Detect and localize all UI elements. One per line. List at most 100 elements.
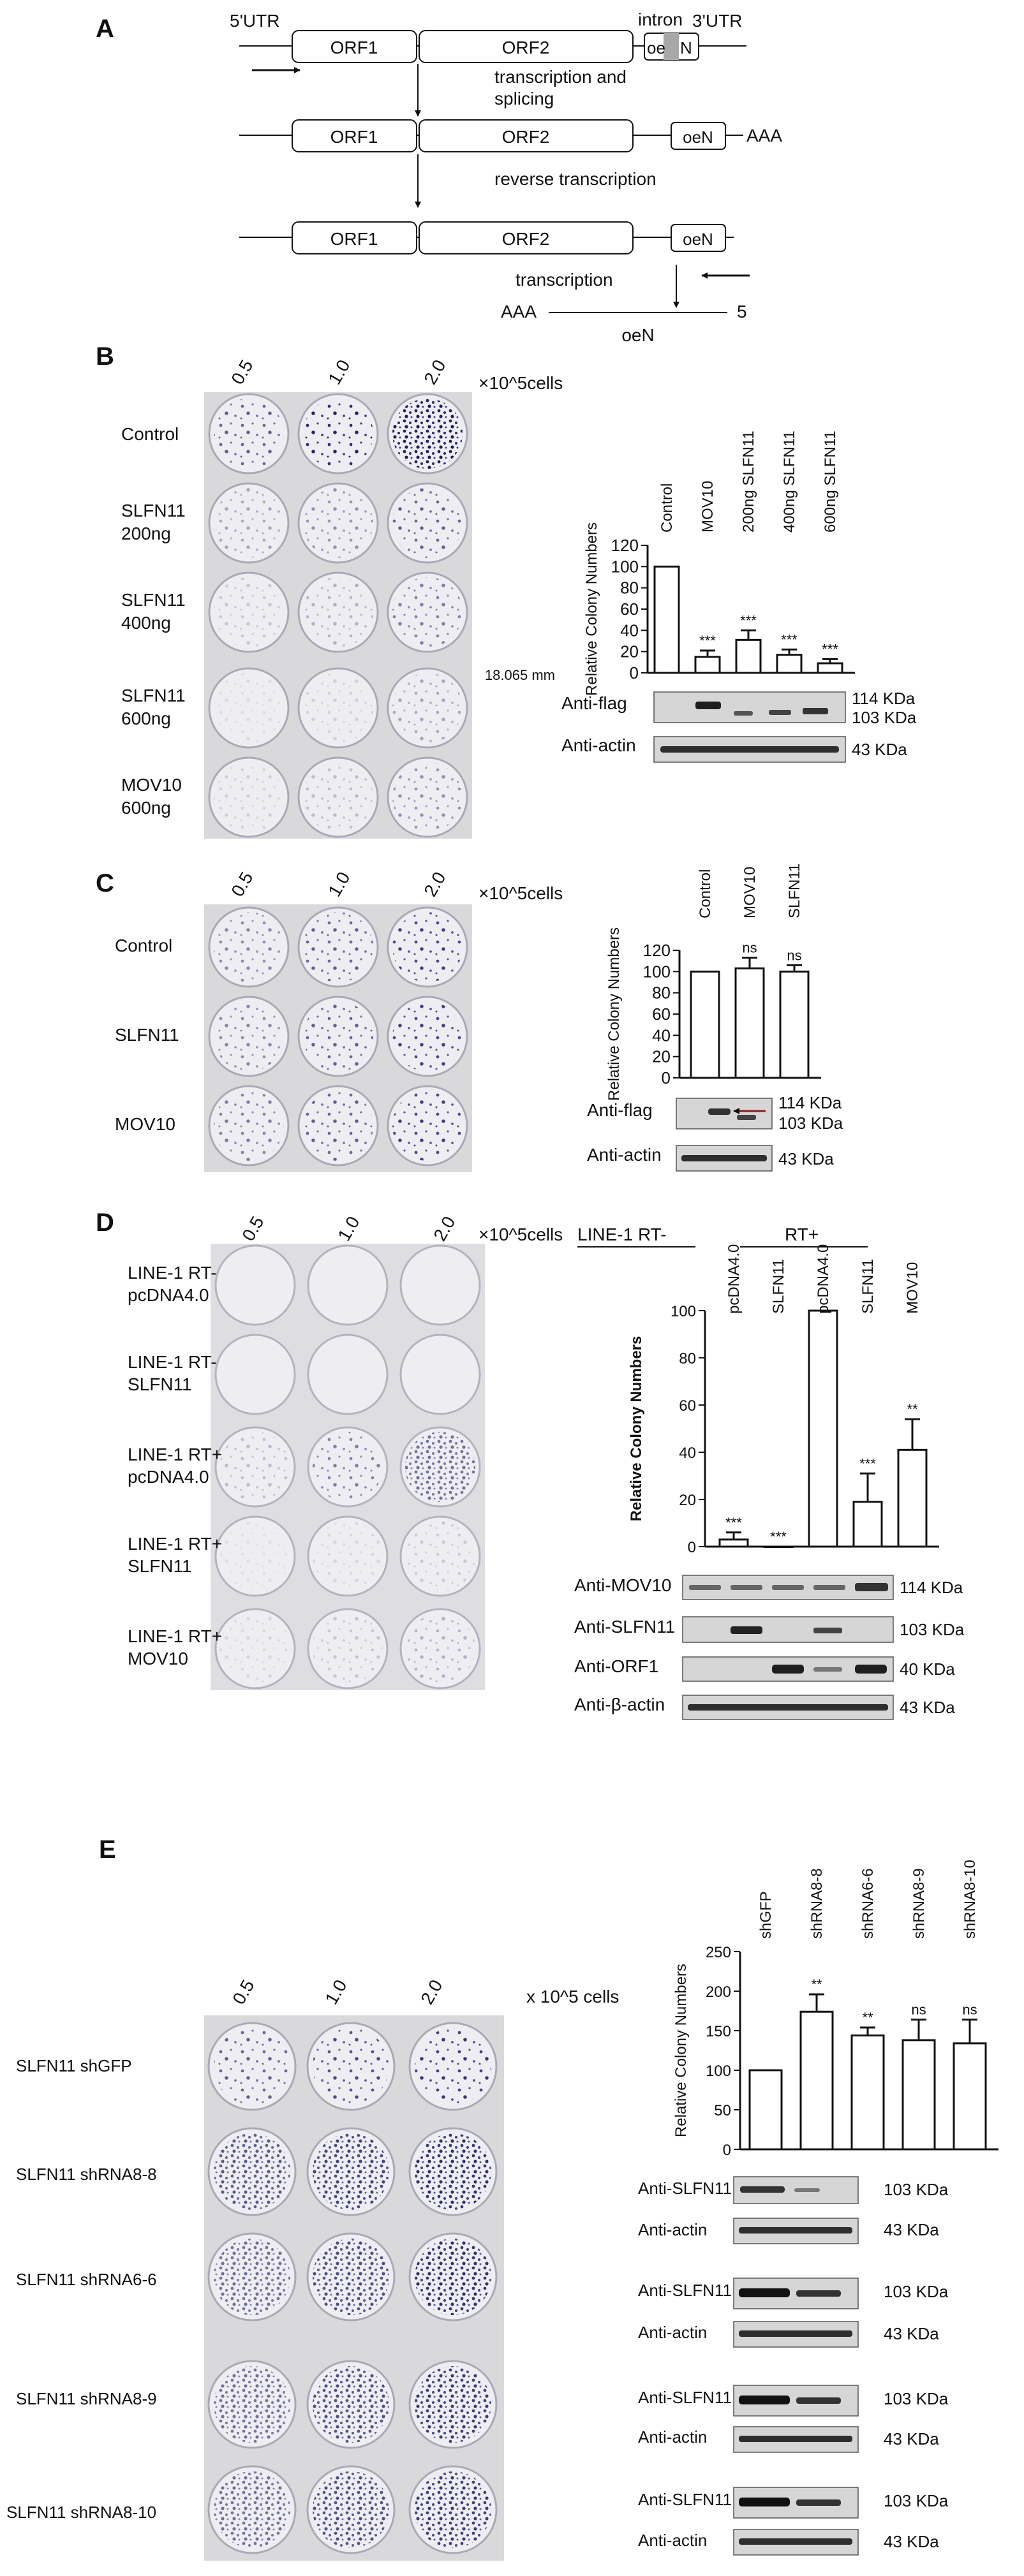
blot-size: 43 KDa — [884, 2220, 939, 2239]
panel-letter: E — [99, 1836, 116, 1864]
blot-size: 114 KDa — [900, 1578, 963, 1597]
significance-label: ns — [742, 940, 757, 956]
oe-split: oe — [647, 38, 665, 57]
group-label: RT- — [638, 1225, 667, 1244]
panel-c: C 0.5 1.0 2.0 ×10^5cells Control SLFN11 … — [96, 864, 843, 1172]
y-tick-label: 20 — [620, 642, 639, 661]
category-label: shRNA6-6 — [859, 1868, 877, 1939]
intron-label: intron — [638, 10, 683, 29]
five-prime: 5 — [737, 302, 747, 321]
blot-label: Anti-SLFN11 — [638, 2179, 732, 2198]
significance-label: ns — [787, 947, 801, 963]
western-blot: Anti-SLFN11 103 KDa Anti-actin 43 KDa An… — [638, 2176, 949, 2556]
row-label: 200ng — [121, 524, 171, 543]
y-tick-label: 120 — [643, 941, 671, 960]
y-axis-label: Relative Colony Numbers — [628, 1336, 645, 1522]
panel-letter: A — [96, 15, 114, 43]
panel-a: A 5'UTR 3'UTR intron ORF1 ORF2 oe N tran… — [96, 10, 782, 345]
blot-size: 103 KDa — [778, 1114, 843, 1133]
significance-label: ** — [907, 1401, 918, 1417]
bar — [799, 2010, 834, 2151]
category-label: shRNA8-8 — [808, 1868, 826, 1939]
blot-label: Anti-SLFN11 — [638, 2388, 732, 2407]
density-label: 0.5 — [228, 1976, 258, 2008]
category-label: pcDNA4.0 — [815, 1244, 832, 1314]
row-label: pcDNA4.0 — [128, 1285, 209, 1305]
blot-size: 40 KDa — [900, 1660, 955, 1679]
density-label: 2.0 — [429, 1213, 459, 1244]
blot-size: 43 KDa — [884, 2532, 939, 2551]
y-tick-label: 100 — [611, 557, 639, 576]
unit-label: ×10^5cells — [479, 1225, 563, 1244]
y-tick-label: 50 — [714, 2102, 731, 2119]
significance-label: ** — [862, 2010, 873, 2026]
blot-size: 114 KDa — [778, 1093, 842, 1112]
orf1-label: ORF1 — [330, 38, 378, 57]
polya-label: AAA — [746, 126, 782, 145]
y-tick-label: 100 — [643, 962, 671, 981]
y-tick-label: 150 — [706, 2023, 731, 2040]
group-label: LINE-1 — [577, 1225, 633, 1244]
density-label: 0.5 — [227, 357, 256, 388]
blot-size: 43 KDa — [900, 1698, 955, 1717]
row-label: 600ng — [121, 709, 171, 728]
blot-label: Anti-SLFN11 — [574, 1617, 675, 1637]
row-label: LINE-1 RT+ — [128, 1626, 222, 1646]
oen-label: oeN — [683, 128, 713, 147]
row-label: Control — [115, 936, 172, 955]
intron-block — [664, 33, 679, 60]
bar — [718, 1538, 749, 1548]
blot-size: 114 KDa — [852, 689, 916, 708]
density-label: 0.5 — [238, 1213, 267, 1244]
blot-label: Anti-actin — [638, 2220, 707, 2239]
bar — [734, 967, 765, 1079]
bar — [902, 2039, 936, 2151]
orf2-label: ORF2 — [502, 229, 550, 249]
blot-label: Anti-SLFN11 — [638, 2281, 732, 2300]
unit-label: ×10^5cells — [479, 883, 563, 903]
colony-plates — [204, 2015, 504, 2561]
significance-label: *** — [781, 631, 798, 647]
panel-e: E 0.5 1.0 2.0 x 10^5 cells — [6, 1836, 998, 2561]
y-tick-label: 40 — [652, 1026, 671, 1045]
blot-size: 103 KDa — [900, 1620, 965, 1639]
bar — [897, 1448, 928, 1548]
row-label: pcDNA4.0 — [128, 1467, 209, 1487]
row-label: SLFN11 — [115, 1025, 179, 1045]
y-tick-label: 80 — [652, 983, 671, 1003]
density-label: 1.0 — [334, 1213, 363, 1244]
category-label: shRNA8-10 — [961, 1860, 979, 1939]
row-label: SLFN11 — [121, 590, 186, 610]
blot-label: Anti-actin — [638, 2531, 707, 2550]
blot-size: 103 KDa — [884, 2491, 949, 2510]
row-label: SLFN11 shRNA8-10 — [6, 2503, 156, 2522]
density-label: 2.0 — [417, 1976, 446, 2008]
y-tick-label: 100 — [671, 1303, 696, 1320]
colony-plates — [211, 1244, 485, 1690]
blot-label: Anti-β-actin — [574, 1695, 665, 1714]
y-tick-label: 60 — [679, 1397, 696, 1415]
blot-label: Anti-flag — [587, 1100, 653, 1120]
bar — [694, 656, 721, 674]
significance-label: ns — [911, 2002, 926, 2018]
group-label: RT+ — [785, 1225, 819, 1244]
y-tick-label: 0 — [662, 1068, 671, 1087]
panel-letter: C — [96, 869, 114, 897]
blot-size: 43 KDa — [884, 2429, 939, 2448]
bar — [690, 970, 720, 1079]
orf1-label: ORF1 — [330, 229, 378, 249]
y-tick-label: 40 — [620, 621, 639, 640]
blot-label: Anti-ORF1 — [574, 1656, 658, 1676]
row-label: LINE-1 RT+ — [128, 1534, 222, 1554]
bar — [850, 2034, 885, 2151]
row-label: SLFN11 shGFP — [16, 2056, 132, 2075]
bar — [808, 1309, 838, 1548]
blot-label: Anti-actin — [638, 2427, 707, 2447]
blot-size: 43 KDa — [852, 740, 907, 759]
category-label: pcDNA4.0 — [725, 1244, 743, 1314]
y-tick-label: 0 — [630, 663, 639, 682]
significance-label: *** — [725, 1515, 742, 1531]
